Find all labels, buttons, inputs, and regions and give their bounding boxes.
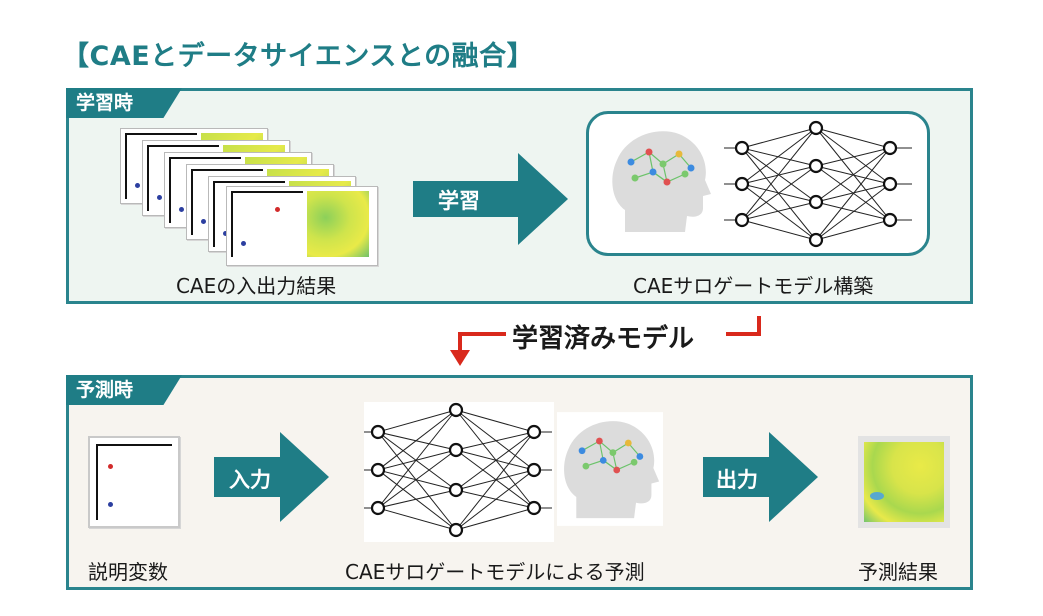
training-tag: 学習時 [66,88,182,118]
neural-network-icon [364,402,554,542]
input-arrow-label: 入力 [229,468,271,492]
heatmap-icon [307,191,369,257]
heatmap-icon [864,442,944,522]
surrogate-prediction-caption: CAEサロゲートモデルによる予測 [345,560,645,584]
page-title: 【CAEとデータサイエンスとの融合】 [62,41,535,72]
prediction-heatmap [858,436,950,528]
brain-head-icon [612,131,711,232]
plot-frame-icon [96,444,172,520]
cae-result-frame-front [226,186,378,266]
brain-head-icon [557,412,663,526]
output-arrow-label: 出力 [716,468,758,492]
trained-model-arrow [450,316,761,366]
learning-arrow [413,153,568,245]
input-arrow [214,432,329,522]
prediction-results-caption: 予測結果 [858,560,938,584]
cae-io-results-caption: CAEの入出力結果 [176,274,337,298]
learning-arrow-label: 学習 [438,189,480,213]
trained-model-label: 学習済みモデル [512,324,695,354]
explanatory-variables-caption: 説明変数 [88,560,168,584]
explanatory-variable-frame [88,436,180,528]
neural-network-icon [724,120,912,248]
prediction-tag: 予測時 [66,375,182,405]
surrogate-build-caption: CAEサロゲートモデル構築 [633,274,874,298]
output-arrow [703,432,818,522]
